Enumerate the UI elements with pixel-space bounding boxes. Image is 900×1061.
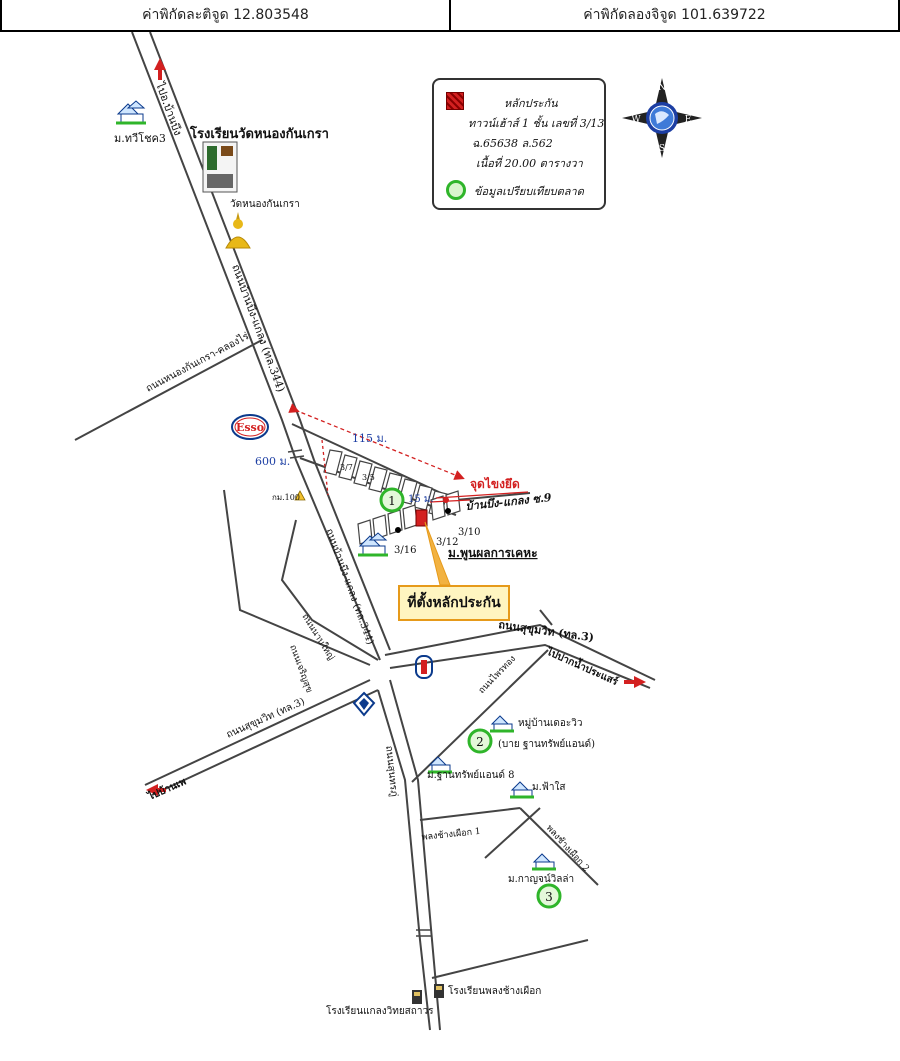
market-marker-1 [379,487,405,513]
label-road-nong-kan-krao: ถนนหนองกันเกรา-คลองไร่ [144,330,252,395]
latitude-cell: ค่าพิกัดละติจูด 12.803548 [0,0,451,32]
road-sunthon-phu-west [377,689,431,1031]
compass-n: N [658,83,666,93]
school-small-icon-phong-chang [434,984,444,998]
label-start-point: จุดไขงยึด [470,476,520,492]
label-fah-sai: ม.ฟ้าใส [532,781,565,793]
market-marker-3 [536,883,562,909]
arrow-west-icon [146,784,166,796]
label-tawee-chok: ม.ทวีโชค3 [114,131,166,145]
svg-text:Esso: Esso [236,421,264,434]
label-sukhumvit-left: ถนนสุขุมวิท (ทล.3) [225,696,307,741]
label-3-12: 3/12 [436,537,458,548]
school-icon [202,141,238,193]
label-sunthon-phu: ถนนสุนทรภู่ [383,745,399,797]
market-markers: 1 2 3 [379,487,562,909]
compass-s: S [659,144,665,154]
legend-title: หลักประกัน [504,97,558,110]
label-km100: กม.100 [272,493,300,502]
village-icon-tawee-chok [116,100,146,125]
label-charoen-suk: ถนนเจริญสุข [287,643,315,694]
location-map: 1 2 3 [74,32,702,1031]
market-marker-2 [467,728,493,754]
dot-3-10 [445,508,451,514]
road-nab-yai [280,519,379,661]
marker-3-label: 3 [545,890,553,904]
label-to-pak-nam: ไปปากน้ำประแสร์ [544,644,621,689]
collateral-legend-swatch [446,92,464,110]
label-road-344-upper: ถนนบ้านบึง-แกลง (ทล.344) [229,263,287,394]
label-dist-600: 600 ม. [255,455,290,468]
start-point-dot [443,497,449,503]
road-phong-chang-2 [519,807,599,886]
road-sukhumvit-left-upper [144,679,371,786]
market-legend-swatch [446,180,466,200]
compass-e: E [685,115,692,125]
label-nature-view-sub: (บาย ฐานทรัพย์แอนด์) [498,738,595,750]
collateral-callout: ที่ตั้งหลักประกัน [398,585,510,621]
label-school-klaeng: โรงเรียนแกลงวิทยสถาวร [326,1004,434,1017]
road-sukhumvit-right-upper [384,623,656,681]
village-icon-fah-sai [510,781,534,799]
arrow-east-icon [624,676,646,688]
collateral-marker [415,509,428,527]
road-south [431,939,589,979]
legend-line1: ทาวน์เฮ้าส์ 1 ชั้น เลขที่ 3/13 [468,117,605,130]
village-icon-phoon-phon [358,532,388,557]
distance-lines [288,403,529,503]
km-marker-icon [294,490,306,501]
legend-line3: เนื้อที่ 20.00 ตารางวา [476,157,583,170]
coordinate-header: ค่าพิกัดละติจูด 12.803548 ค่าพิกัดลองจิจ… [0,0,900,32]
label-phoon-phon: ม.พูนผลการเคหะ [448,546,538,561]
school-small-icon-klaeng [412,990,422,1004]
label-3-7: 3/7 [340,463,353,472]
label-3-5: 3/5 [362,473,375,482]
label-wat-nong-kan-krao: วัดหนองกันเกรา [230,199,300,210]
road-charoen-suk [223,489,371,666]
legend-line2: ฉ.65638 ล.562 [472,137,553,150]
compass-w: W [631,115,641,125]
label-sukhumvit-right: ถนนสุขุมวิท (ทล.3) [497,618,594,645]
label-dist-15: 15 ม. [408,494,434,505]
label-school-phong-chang: โรงเรียนพลงช้างเผือก [448,984,541,997]
longitude-cell: ค่าพิกัดลองจิจูด 101.639722 [451,0,900,32]
legend-green-label: ข้อมูลเปรียบเทียบตลาด [474,185,584,198]
label-school-nong-kan-krao: โรงเรียนวัดหนองกันเกรา [189,125,329,142]
compass-rose-icon: N S E W [622,78,702,158]
dot-3-16 [395,527,401,533]
ptt-station-icon [415,655,433,679]
village-icons [116,100,556,871]
village-icon-nature-view [490,715,514,733]
road-phong-chang-1 [419,807,521,821]
label-kanchana-villa: ม.กาญจน์วิลล่า [508,873,574,885]
label-phai-thong: ถนนไพรทอง [476,653,518,696]
arrow-north-icon [154,58,166,80]
label-nature-view: หมู่บ้านเดอะวิว [518,717,583,729]
marker-1-label: 1 [388,494,396,508]
label-than-sap-8: ม.ฐานทรัพย์แอนด์ 8 [427,769,514,781]
temple-buddha-icon [225,212,251,249]
map-legend: หลักประกัน ทาวน์เฮ้าส์ 1 ชั้น เลขที่ 3/1… [432,78,606,210]
label-phong-chang-1: พลงช้างเผือก 1 [421,826,481,843]
road-sukhumvit-left-lower [151,689,379,796]
village-icon-than-sap [428,756,452,774]
bangchak-station-icon [352,691,376,717]
road-sukhumvit-right-lower [389,643,651,689]
road-phong-chang-link [484,807,541,859]
village-icon-kanchana [532,853,556,871]
label-3-10: 3/10 [458,527,480,538]
label-3-16: 3/16 [394,545,416,556]
esso-logo: Esso [231,414,269,440]
road-nong-kan-krao [74,339,263,441]
callout-pointer [424,521,451,586]
marker-2-label: 2 [476,735,484,749]
label-dist-115: 115 ม. [352,432,387,445]
direction-arrows [146,58,646,796]
